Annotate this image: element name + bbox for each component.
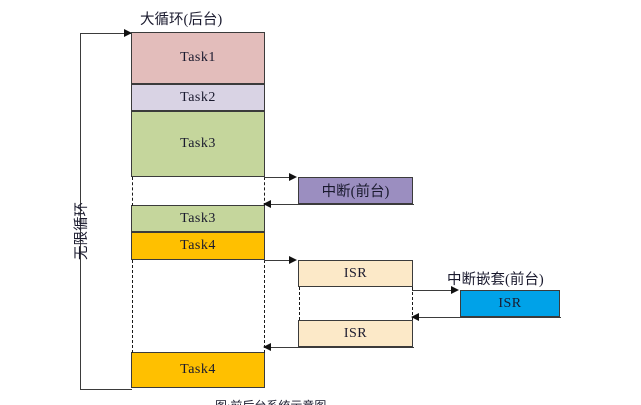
isr-box-resumed: ISR: [298, 320, 413, 347]
loop-bottom-line: [80, 389, 132, 390]
task-box-task2: Task2: [131, 84, 265, 111]
isr-out-line-1: [264, 260, 291, 261]
task-box-task4-resumed: Task4: [131, 352, 265, 388]
nested-out-arrowhead: [451, 285, 459, 294]
isr-box-first: ISR: [298, 260, 413, 287]
nested-return-line: [416, 317, 561, 318]
task-box-task1: Task1: [131, 32, 265, 84]
isr-return-arrowhead: [263, 342, 271, 351]
task-label: Task4: [180, 362, 216, 377]
isr-suspend-dash-right: [412, 287, 413, 320]
interrupt-box: 中断(前台): [298, 177, 413, 204]
loop-left-line: [80, 33, 81, 389]
task-label: Task3: [180, 136, 216, 151]
interrupt-out-line-1: [264, 177, 291, 178]
loop-top-arrowhead: [124, 28, 132, 37]
task-label: Task3: [180, 210, 216, 226]
interrupt-box-label: 中断(前台): [321, 184, 390, 200]
figure-caption: 图:前后台系统示意图: [215, 397, 326, 405]
bg-suspend-dash-left-1: [132, 177, 133, 206]
interrupt-return-line-1: [268, 204, 414, 205]
nested-out-line: [412, 290, 453, 291]
interrupt-return-arrowhead-1: [263, 199, 271, 208]
isr-out-arrowhead-1: [289, 255, 297, 264]
bg-suspend-dash-right-1: [264, 177, 265, 206]
background-loop-title: 大循环(后台): [140, 12, 223, 28]
task-box-task4-first: Task4: [131, 232, 265, 260]
task-label: Task1: [180, 50, 216, 65]
bg-suspend-dash-left-2: [132, 260, 133, 353]
nested-return-arrowhead: [411, 312, 419, 321]
infinite-loop-label: 无限循环: [74, 202, 90, 260]
isr-return-line: [268, 347, 414, 348]
isr-suspend-dash-left: [299, 287, 300, 320]
nested-isr-label: ISR: [498, 295, 522, 311]
task-box-task3-first: Task3: [131, 111, 265, 177]
isr-label: ISR: [343, 265, 368, 281]
task-label: Task4: [180, 238, 216, 253]
nested-isr-box: ISR: [460, 290, 560, 317]
isr-label: ISR: [343, 325, 368, 341]
task-box-task3-resumed: Task3: [131, 205, 265, 232]
nested-interrupt-title: 中断嵌套(前台): [447, 272, 544, 288]
bg-suspend-dash-right-2: [264, 260, 265, 353]
interrupt-out-arrowhead-1: [289, 172, 297, 181]
task-label: Task2: [180, 89, 216, 105]
loop-top-line: [80, 33, 132, 34]
